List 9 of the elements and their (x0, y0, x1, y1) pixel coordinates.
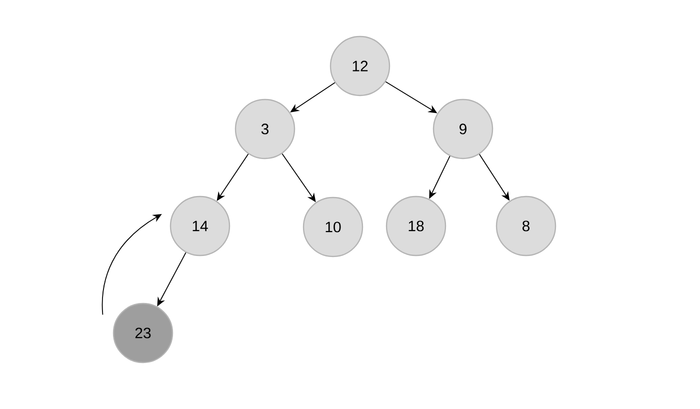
tree-node: 9 (432, 98, 494, 160)
tree-node: 14 (170, 196, 230, 256)
tree-node: 18 (386, 196, 446, 256)
tree-node: 12 (330, 36, 390, 96)
tree-node: 3 (234, 98, 296, 160)
tree-node: 23 (112, 302, 174, 364)
tree-node: 10 (302, 196, 364, 258)
tree-node: 8 (496, 196, 556, 256)
arrow (216, 154, 249, 201)
